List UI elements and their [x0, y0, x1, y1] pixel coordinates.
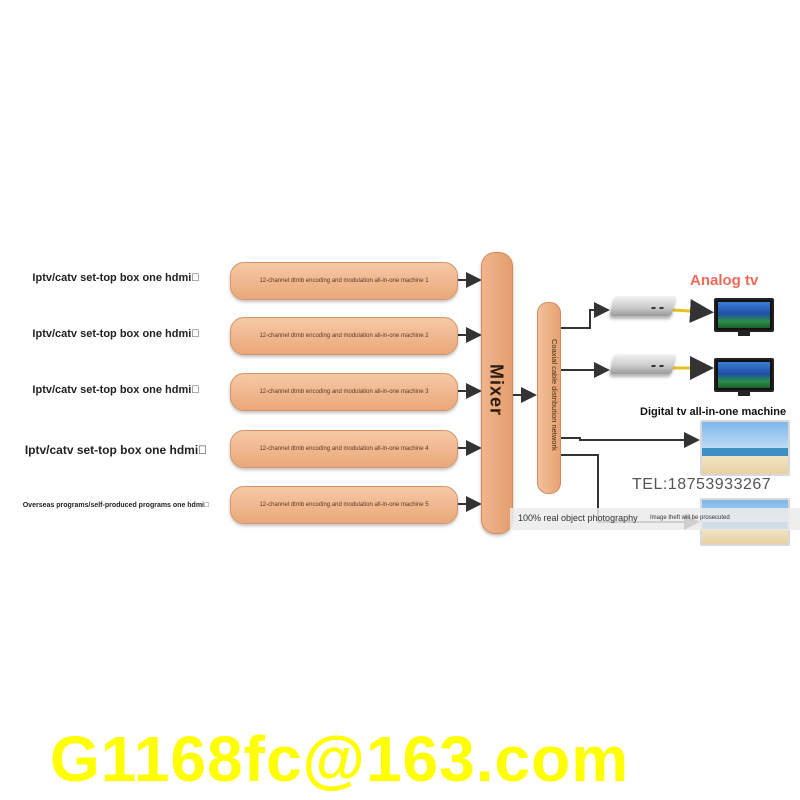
mixer-label: Mixer	[486, 363, 507, 417]
mixer-block	[481, 252, 513, 534]
analog-tv-label: Analog tv	[690, 272, 759, 289]
set-top-box-2	[609, 354, 677, 374]
encoder-box-1: 12-channel dtmb encoding and modulation …	[230, 262, 458, 300]
encoder-box-5: 12-channel dtmb encoding and modulation …	[230, 486, 458, 524]
tel-text: TEL:18753933267	[632, 476, 772, 493]
source-label-3: Iptv/catv set-top box one hdmi	[32, 384, 199, 396]
set-top-box-1	[609, 296, 677, 316]
image-theft-caption: Image theft will be prosecuted	[650, 515, 730, 521]
coax-network-label: Coaxial cable distribution network	[550, 339, 559, 451]
analog-tv-2	[714, 358, 774, 396]
real-photo-caption: 100% real object photography	[518, 513, 638, 523]
source-label-5: Overseas programs/self-produced programs…	[23, 502, 210, 509]
analog-tv-1	[714, 298, 774, 336]
digital-tv-label: Digital tv all-in-one machine	[640, 406, 787, 418]
caption-bar	[510, 508, 800, 530]
encoder-box-2: 12-channel dtmb encoding and modulation …	[230, 317, 458, 355]
encoder-box-4: 12-channel dtmb encoding and modulation …	[230, 430, 458, 468]
line-coax-panel1	[559, 432, 700, 448]
source-label-2: Iptv/catv set-top box one hdmi	[32, 328, 199, 340]
line-coax-stb1	[559, 302, 610, 329]
arrow-stb1-tv	[671, 299, 714, 323]
encoder-box-3: 12-channel dtmb encoding and modulation …	[230, 373, 458, 411]
email-footer: G1168fc@163.com	[50, 723, 630, 795]
source-label-4: Iptv/catv set-top box one hdmi	[25, 443, 207, 457]
coax-network-block	[537, 302, 561, 494]
digital-tv-panel-1	[700, 420, 790, 476]
source-label-1: Iptv/catv set-top box one hdmi	[32, 272, 199, 284]
